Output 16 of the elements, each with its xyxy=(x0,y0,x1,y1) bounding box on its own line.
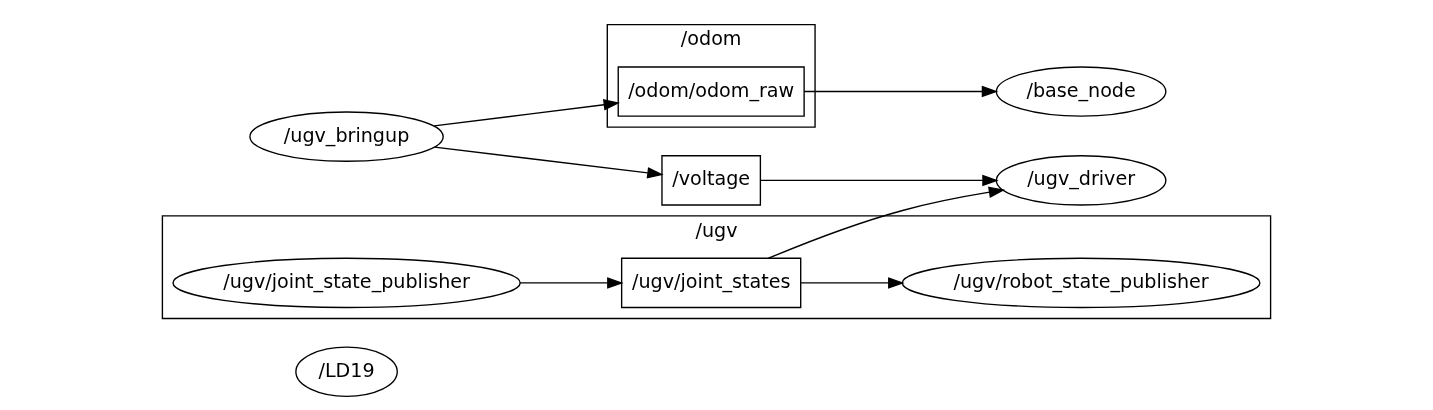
node-ellipse: /ugv_driver xyxy=(995,155,1167,206)
arrow xyxy=(519,277,624,289)
arrow xyxy=(803,85,999,98)
arrow xyxy=(433,99,620,127)
node-box: /ugv/joint_states xyxy=(620,257,802,309)
node-ellipse: /LD19 xyxy=(295,346,398,398)
arrow xyxy=(759,174,999,187)
arrow xyxy=(800,277,905,289)
node-ellipse: /ugv/joint_state_publisher xyxy=(172,257,521,309)
node-ellipse: /ugv_bringup xyxy=(249,111,444,162)
arrow xyxy=(433,146,664,179)
node-box: /voltage xyxy=(661,155,762,206)
node-box: /odom/odom_raw xyxy=(617,66,805,117)
node-ellipse: /base_node xyxy=(995,66,1167,117)
node-ellipse: /ugv/robot_state_publisher xyxy=(901,257,1261,309)
arrow xyxy=(767,186,1006,259)
